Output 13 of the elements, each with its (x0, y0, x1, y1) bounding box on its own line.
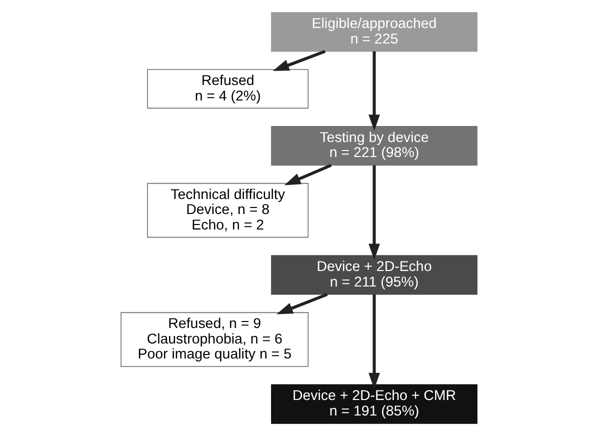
arrow (272, 50, 326, 71)
node-box: Eligible/approached n = 225 (270, 12, 477, 52)
arrow (368, 165, 380, 260)
node-box: Refused, n = 9 Claustrophobia, n = 6 Poor image quality n = 5 (120, 312, 308, 367)
arrow (368, 51, 380, 131)
node-box: Device + 2D-Echo n = 211 (95%) (270, 255, 477, 295)
node-box: Refused n = 4 (2%) (146, 69, 308, 109)
node-box: Device + 2D-Echo + CMR n = 191 (85%) (270, 384, 477, 424)
arrow (276, 292, 328, 314)
node-box: Testing by device n = 221 (98%) (270, 126, 477, 166)
arrow (284, 164, 332, 186)
node-box: Technical difficulty Device, n = 8 Echo, n = 2 (146, 182, 308, 238)
arrow (368, 294, 380, 390)
